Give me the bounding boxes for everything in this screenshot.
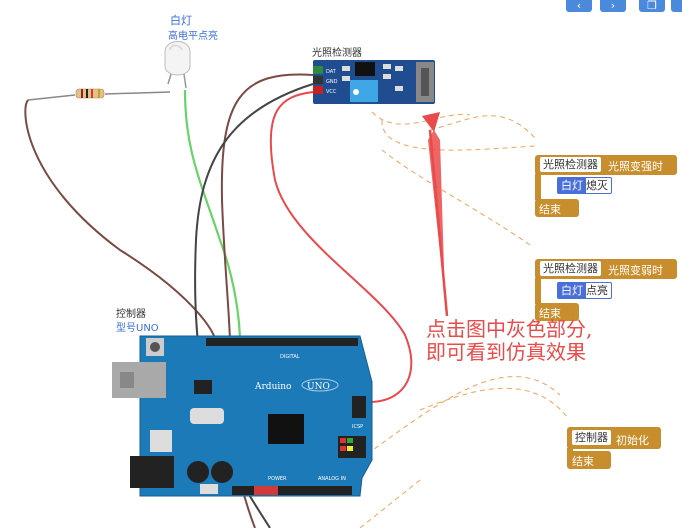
block1-target[interactable]: 白灯 (558, 178, 586, 193)
led-white[interactable] (164, 41, 191, 89)
sensor-pin-dat: DAT (326, 69, 337, 75)
more-button[interactable] (671, 0, 682, 12)
controller-model: 型号UNO (116, 323, 159, 334)
wire-brown-sensor[interactable] (220, 73, 314, 345)
block3-end: 结束 (572, 455, 594, 468)
board-power: POWER (268, 476, 287, 482)
next-button[interactable]: › (600, 0, 626, 12)
arduino-board[interactable] (112, 335, 373, 497)
board-model: UNO (307, 382, 330, 392)
chevron-left-icon: ‹ (576, 0, 582, 12)
block2-target[interactable]: 白灯 (558, 283, 586, 298)
block3-device[interactable]: 控制器 (572, 430, 611, 445)
board-icsp: ICSP (352, 424, 363, 430)
controller-name: 控制器 (116, 309, 146, 320)
block2-event: 光照变弱时 (608, 264, 663, 277)
sensor-name: 光照检测器 (312, 48, 362, 59)
sensor-pin-gnd: GND (326, 79, 338, 85)
led-desc: 高电平点亮 (168, 31, 218, 42)
block1-end: 结束 (539, 203, 561, 216)
copy-icon: ❐ (647, 0, 657, 12)
board-digital: DIGITAL (280, 354, 300, 360)
resistor[interactable] (27, 88, 171, 101)
annotation-line2: 即可看到仿真效果 (426, 340, 586, 364)
light-sensor-module[interactable] (313, 60, 435, 104)
annotation-line1: 点击图中灰色部分, (426, 317, 593, 341)
wire-red-sensor[interactable] (269, 91, 413, 403)
block3-event: 初始化 (616, 434, 649, 447)
block2-action[interactable]: 白灯点亮 (557, 282, 612, 299)
block2-end: 结束 (539, 307, 561, 320)
block2-device[interactable]: 光照检测器 (540, 261, 601, 276)
block-connectors (329, 111, 569, 528)
block1-action-label: 熄灭 (586, 179, 608, 192)
block2-action-label: 点亮 (586, 284, 608, 297)
copy-button[interactable]: ❐ (639, 0, 665, 12)
block1-action[interactable]: 白灯熄灭 (557, 177, 612, 194)
wire-green[interactable] (183, 89, 242, 345)
block1-device[interactable]: 光照检测器 (540, 157, 601, 172)
block1-event: 光照变强时 (608, 160, 663, 173)
sensor-pin-vcc: VCC (326, 89, 337, 95)
wire-brown-resistor[interactable] (24, 99, 217, 345)
board-brand: Arduino (254, 382, 291, 392)
prev-button[interactable]: ‹ (566, 0, 592, 12)
chevron-right-icon: › (610, 0, 616, 12)
led-name: 白灯 (170, 14, 192, 27)
board-analog: ANALOG IN (318, 476, 346, 482)
